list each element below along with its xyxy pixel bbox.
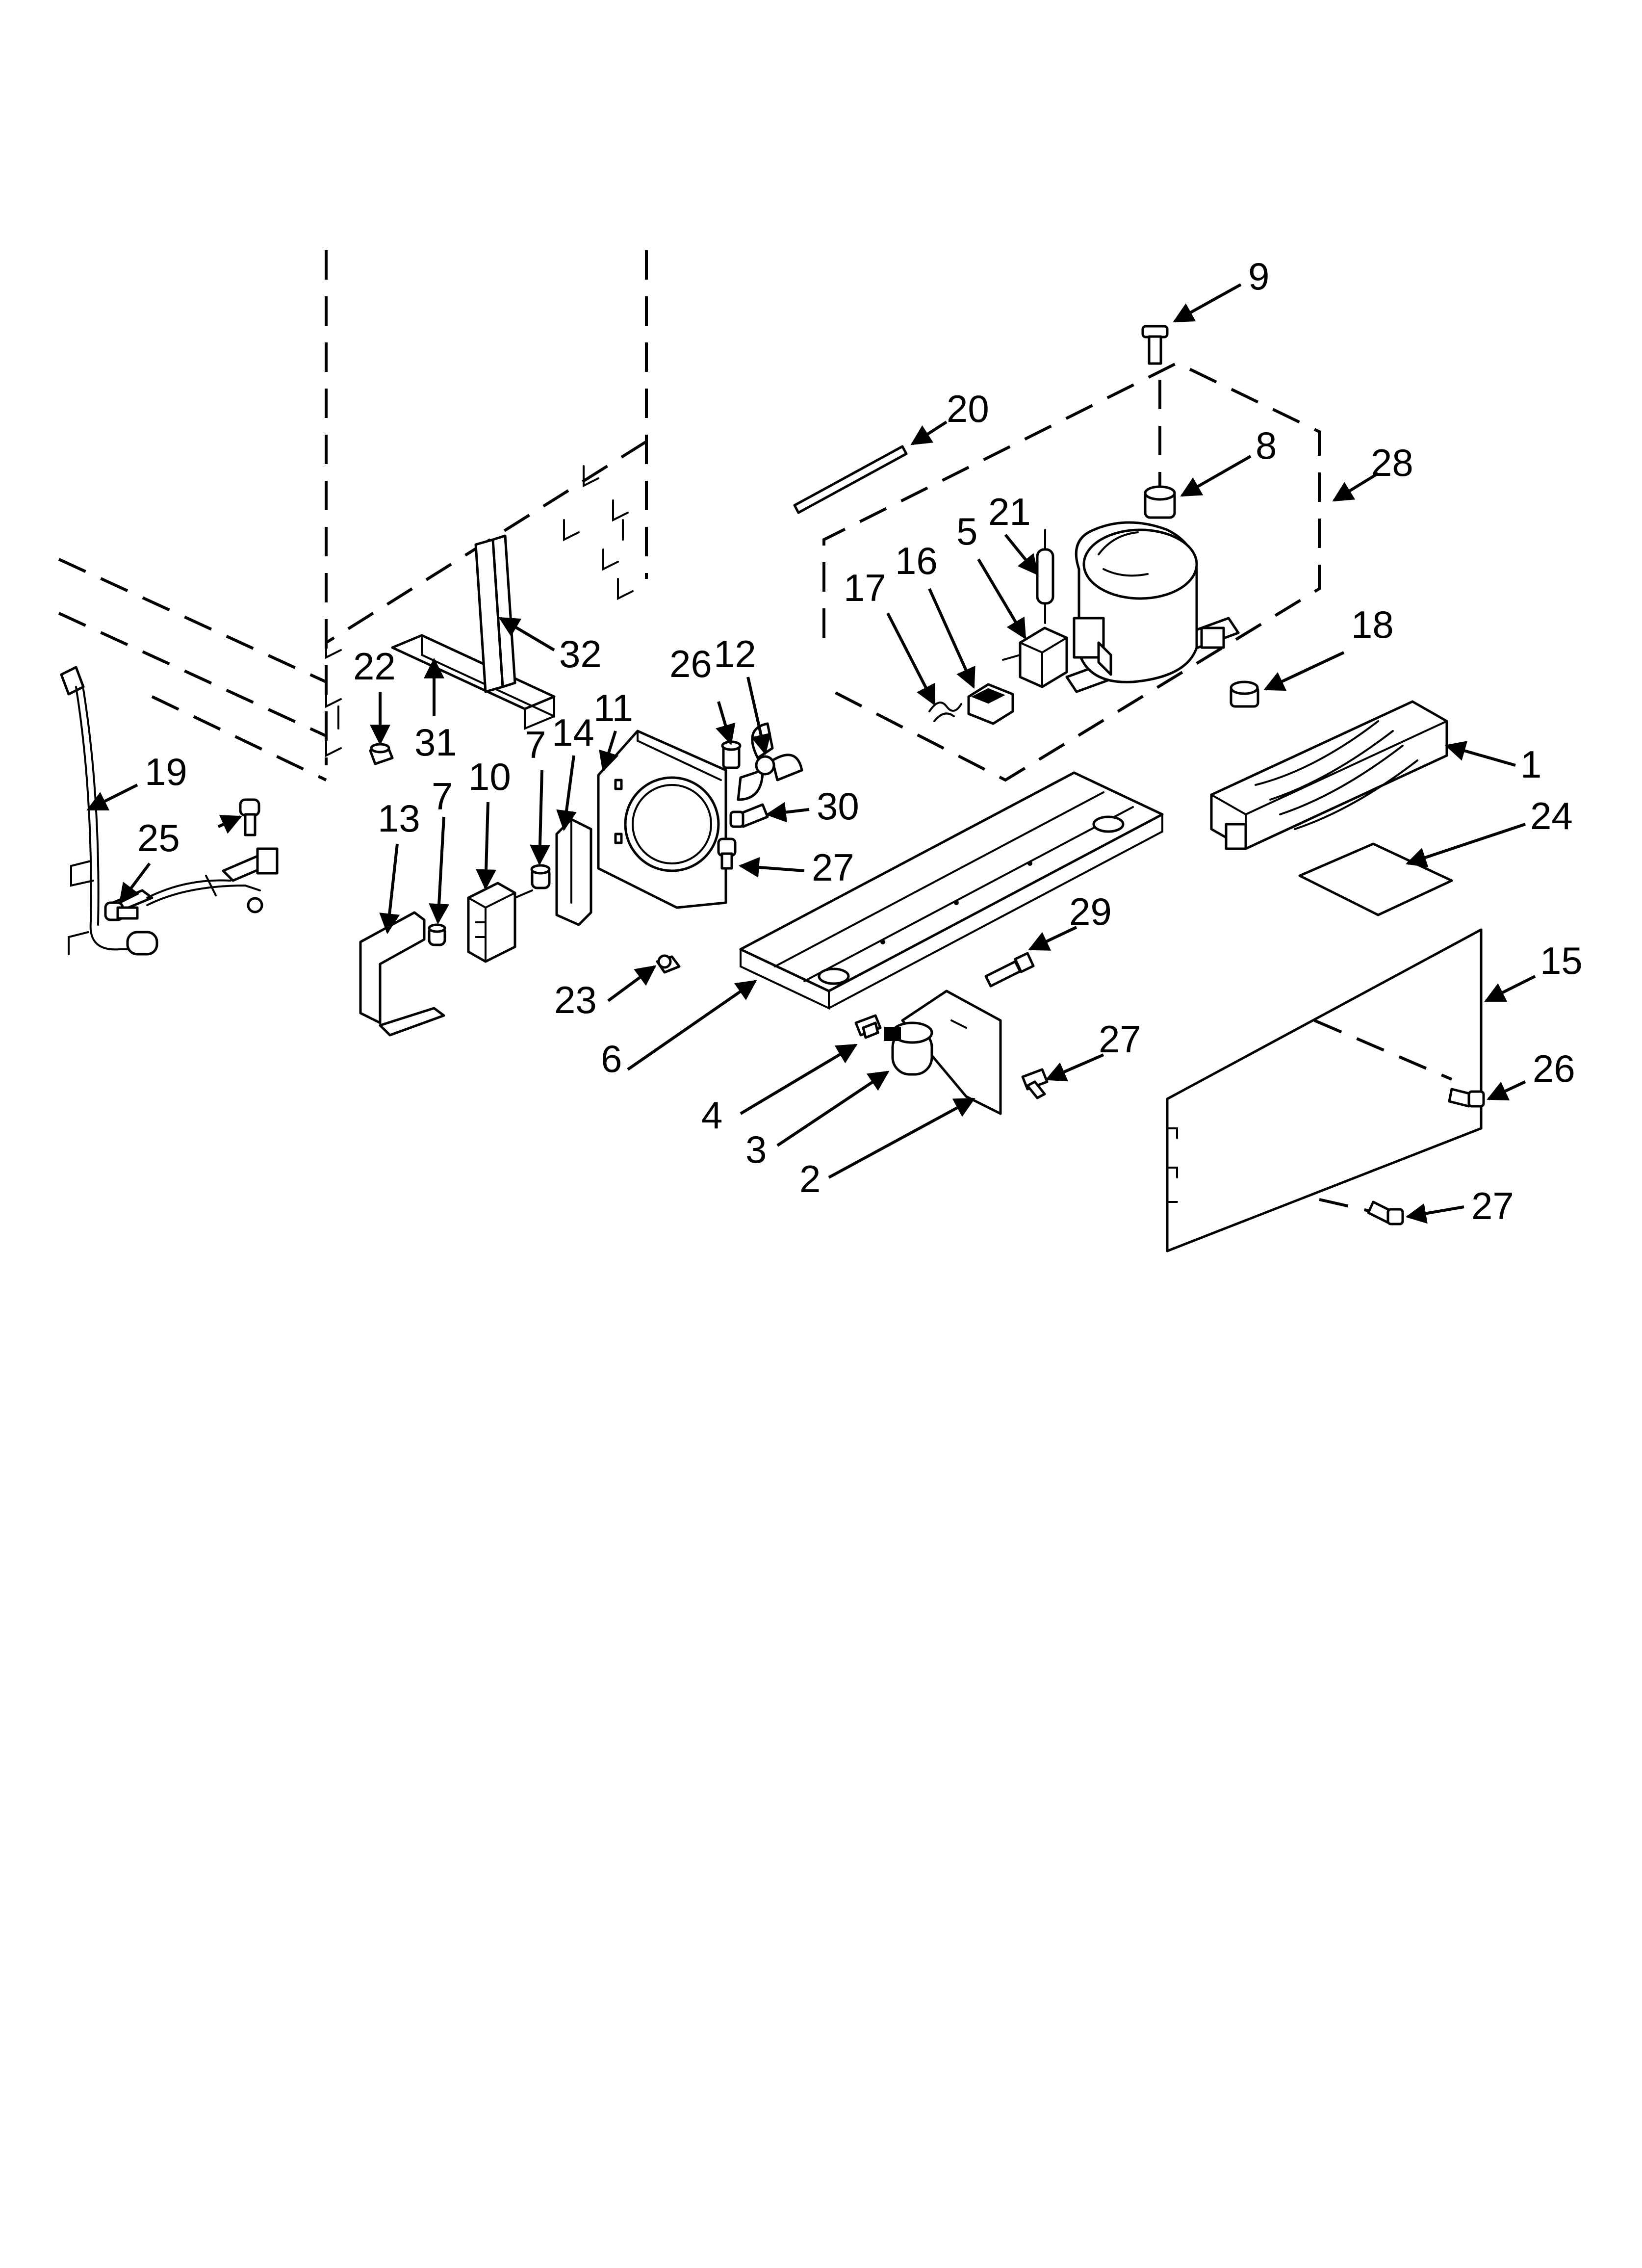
drier-21 bbox=[1036, 529, 1054, 624]
screw-29 bbox=[984, 952, 1035, 988]
fan-blade-12 bbox=[737, 722, 803, 801]
tube-20 bbox=[793, 445, 908, 514]
callout-26-fan: 26 bbox=[669, 642, 712, 685]
callout-10: 10 bbox=[468, 755, 511, 798]
overload-16 bbox=[967, 683, 1014, 725]
callout-1: 1 bbox=[1520, 743, 1541, 786]
callout-18: 18 bbox=[1351, 603, 1394, 646]
capacitor-3 bbox=[884, 1021, 933, 1076]
callout-17: 17 bbox=[844, 566, 886, 609]
callout-9: 9 bbox=[1248, 255, 1269, 298]
harness-25 bbox=[111, 847, 279, 913]
callout-5: 5 bbox=[956, 510, 977, 553]
access-panel-15 bbox=[1166, 928, 1483, 1252]
callout-8: 8 bbox=[1256, 424, 1277, 467]
grommet-18 bbox=[1230, 680, 1259, 708]
callout-12: 12 bbox=[714, 632, 756, 676]
callout-29: 29 bbox=[1069, 890, 1112, 933]
callout-19: 19 bbox=[145, 750, 187, 793]
brace-32 bbox=[474, 534, 516, 693]
plug-22 bbox=[369, 743, 394, 765]
base-rail-6 bbox=[739, 771, 1164, 1010]
callout-31: 31 bbox=[414, 721, 457, 764]
callout-30: 30 bbox=[817, 784, 859, 828]
screw-30 bbox=[729, 803, 769, 828]
screw-25-top bbox=[239, 798, 260, 836]
grommet-8 bbox=[1144, 485, 1176, 519]
relay-5 bbox=[1002, 626, 1068, 688]
callout-3: 3 bbox=[745, 1128, 767, 1171]
grommet-7-left bbox=[428, 923, 446, 946]
pad-24 bbox=[1298, 842, 1453, 916]
screw-27-bracket bbox=[1021, 1068, 1049, 1099]
callout-15: 15 bbox=[1540, 939, 1583, 982]
screw-4 bbox=[854, 1014, 882, 1039]
callout-32: 32 bbox=[559, 632, 602, 676]
callout-27-fan: 27 bbox=[812, 846, 854, 889]
power-cord-19 bbox=[60, 666, 158, 956]
callout-2: 2 bbox=[799, 1157, 821, 1200]
bracket-13 bbox=[359, 911, 445, 1037]
callout-27-panel: 27 bbox=[1471, 1184, 1514, 1227]
drain-pan-1 bbox=[1210, 700, 1448, 850]
callout-11: 11 bbox=[593, 686, 633, 730]
screw-27-fan bbox=[717, 837, 737, 870]
leader-lines bbox=[86, 283, 1536, 1224]
callout-labels: 9 20 8 28 21 5 16 17 18 26 12 32 22 11 3… bbox=[137, 255, 1583, 1227]
bracket-2 bbox=[901, 990, 1002, 1115]
callout-21: 21 bbox=[988, 490, 1031, 533]
screw-25-bottom bbox=[104, 901, 139, 921]
callout-27-bracket: 27 bbox=[1099, 1017, 1141, 1061]
callout-16: 16 bbox=[895, 539, 938, 582]
screw-26-panel bbox=[1448, 1088, 1485, 1108]
callout-7-left: 7 bbox=[432, 775, 453, 818]
callout-28: 28 bbox=[1371, 441, 1413, 484]
screw-9 bbox=[1141, 325, 1169, 365]
callout-22: 22 bbox=[353, 645, 396, 688]
callout-14: 14 bbox=[552, 711, 594, 754]
clip-23 bbox=[656, 954, 681, 974]
bracket-14 bbox=[555, 818, 592, 926]
callout-25: 25 bbox=[137, 816, 180, 860]
grommet-7-right bbox=[530, 864, 551, 889]
callout-23: 23 bbox=[554, 978, 597, 1021]
motor-10 bbox=[467, 882, 533, 963]
screw-27-panel bbox=[1367, 1200, 1404, 1225]
callout-13: 13 bbox=[378, 797, 420, 840]
fan-shroud-11 bbox=[597, 730, 727, 909]
clip-17 bbox=[928, 702, 962, 722]
callout-24: 24 bbox=[1530, 794, 1573, 837]
callout-7-right: 7 bbox=[525, 723, 546, 766]
callout-6: 6 bbox=[601, 1037, 622, 1080]
callout-20: 20 bbox=[947, 387, 989, 430]
callout-4: 4 bbox=[701, 1094, 722, 1137]
screw-26-fan bbox=[721, 740, 742, 769]
cabinet-outline bbox=[58, 250, 648, 782]
compressor bbox=[1065, 521, 1240, 693]
callout-26-panel: 26 bbox=[1533, 1047, 1575, 1090]
channel-31 bbox=[391, 634, 556, 730]
